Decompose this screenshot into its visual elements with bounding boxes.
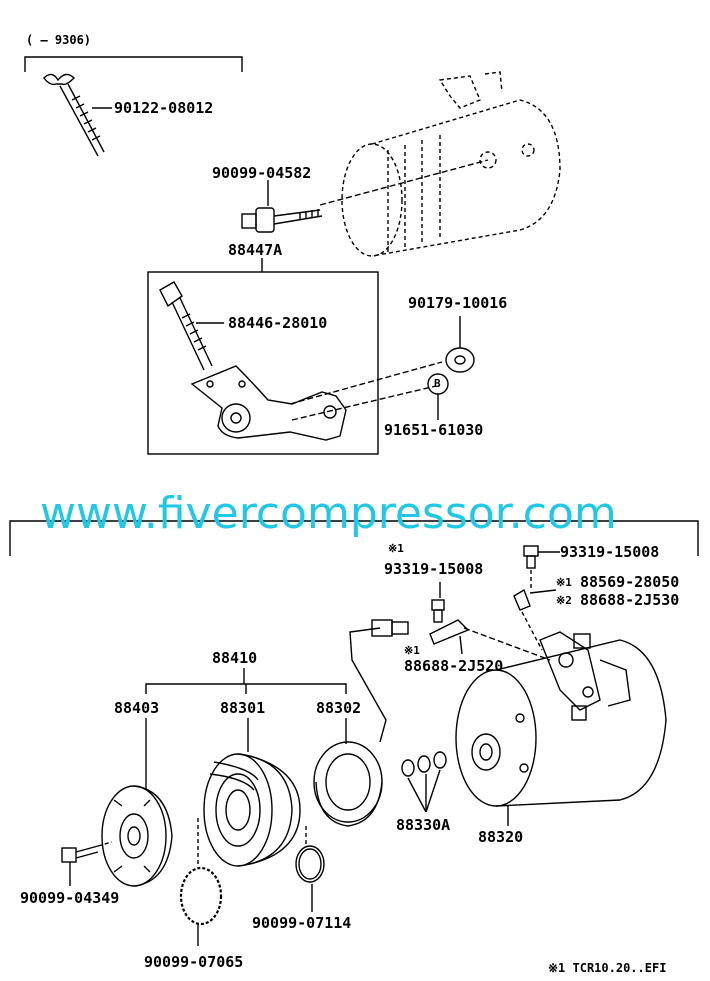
note-mark-88688-right: ※2 <box>556 594 572 607</box>
range-note: ( – 9306) <box>26 33 92 47</box>
note-mark-88688-mid: ※1 <box>404 644 420 657</box>
bolt-88446-icon <box>159 281 224 371</box>
pulley-icon <box>203 753 301 867</box>
part-90099-04582[interactable]: 90099-04582 <box>212 164 312 182</box>
clutch-hub-icon <box>101 785 173 887</box>
part-91651-61030[interactable]: 91651-61030 <box>384 421 484 439</box>
part-88410[interactable]: 88410 <box>212 649 258 667</box>
part-88446-28010[interactable]: 88446-28010 <box>228 314 328 332</box>
part-88569-28050[interactable]: 88569-28050 <box>580 573 680 591</box>
part-88302[interactable]: 88302 <box>316 699 362 717</box>
part-90122-08012[interactable]: 90122-08012 <box>114 99 214 117</box>
note-mark-88569: ※1 <box>556 576 572 589</box>
part-93319-15008-left[interactable]: 93319-15008 <box>384 560 484 578</box>
bracket-88569-icon <box>513 588 531 611</box>
footnote: ※1 TCR10.20..EFI <box>548 961 667 975</box>
part-90099-07065[interactable]: 90099-07065 <box>144 953 244 971</box>
part-88301[interactable]: 88301 <box>220 699 266 717</box>
bracket-88688-mid-icon <box>429 619 470 645</box>
bolt-93319-right-icon <box>523 545 539 569</box>
section-bracket <box>9 520 699 556</box>
bracket-plate-icon <box>190 365 347 441</box>
compressor-body-icon <box>455 631 667 807</box>
part-88688-2j530[interactable]: 88688-2J530 <box>580 591 680 609</box>
field-coil-icon <box>313 619 409 827</box>
part-93319-15008-right[interactable]: 93319-15008 <box>560 543 660 561</box>
mark-b: B <box>434 377 441 390</box>
watermark: www.fivercompressor.com <box>40 488 617 539</box>
compressor-top-icon <box>341 71 561 257</box>
part-88403[interactable]: 88403 <box>114 699 160 717</box>
part-90099-04349[interactable]: 90099-04349 <box>20 889 120 907</box>
part-88447a[interactable]: 88447A <box>228 241 283 259</box>
washer-icon <box>445 347 475 373</box>
note-mark-93319-left: ※1 <box>388 542 404 555</box>
bracket-kit-box <box>147 271 379 455</box>
snap-ring-large-icon <box>179 866 223 926</box>
bolt-90099-04582-icon <box>241 207 323 233</box>
part-88330a[interactable]: 88330A <box>396 816 451 834</box>
part-88320[interactable]: 88320 <box>478 828 524 846</box>
wing-bolt-icon <box>43 73 112 157</box>
shims-icon <box>401 751 447 777</box>
part-90179-10016[interactable]: 90179-10016 <box>408 294 508 312</box>
part-90099-07114[interactable]: 90099-07114 <box>252 914 352 932</box>
bolt-90099-04349-icon <box>61 841 113 863</box>
part-88688-2j520[interactable]: 88688-2J520 <box>404 657 504 675</box>
snap-ring-small-icon <box>295 845 325 883</box>
range-bracket <box>24 56 243 72</box>
bolt-93319-left-icon <box>431 599 445 623</box>
